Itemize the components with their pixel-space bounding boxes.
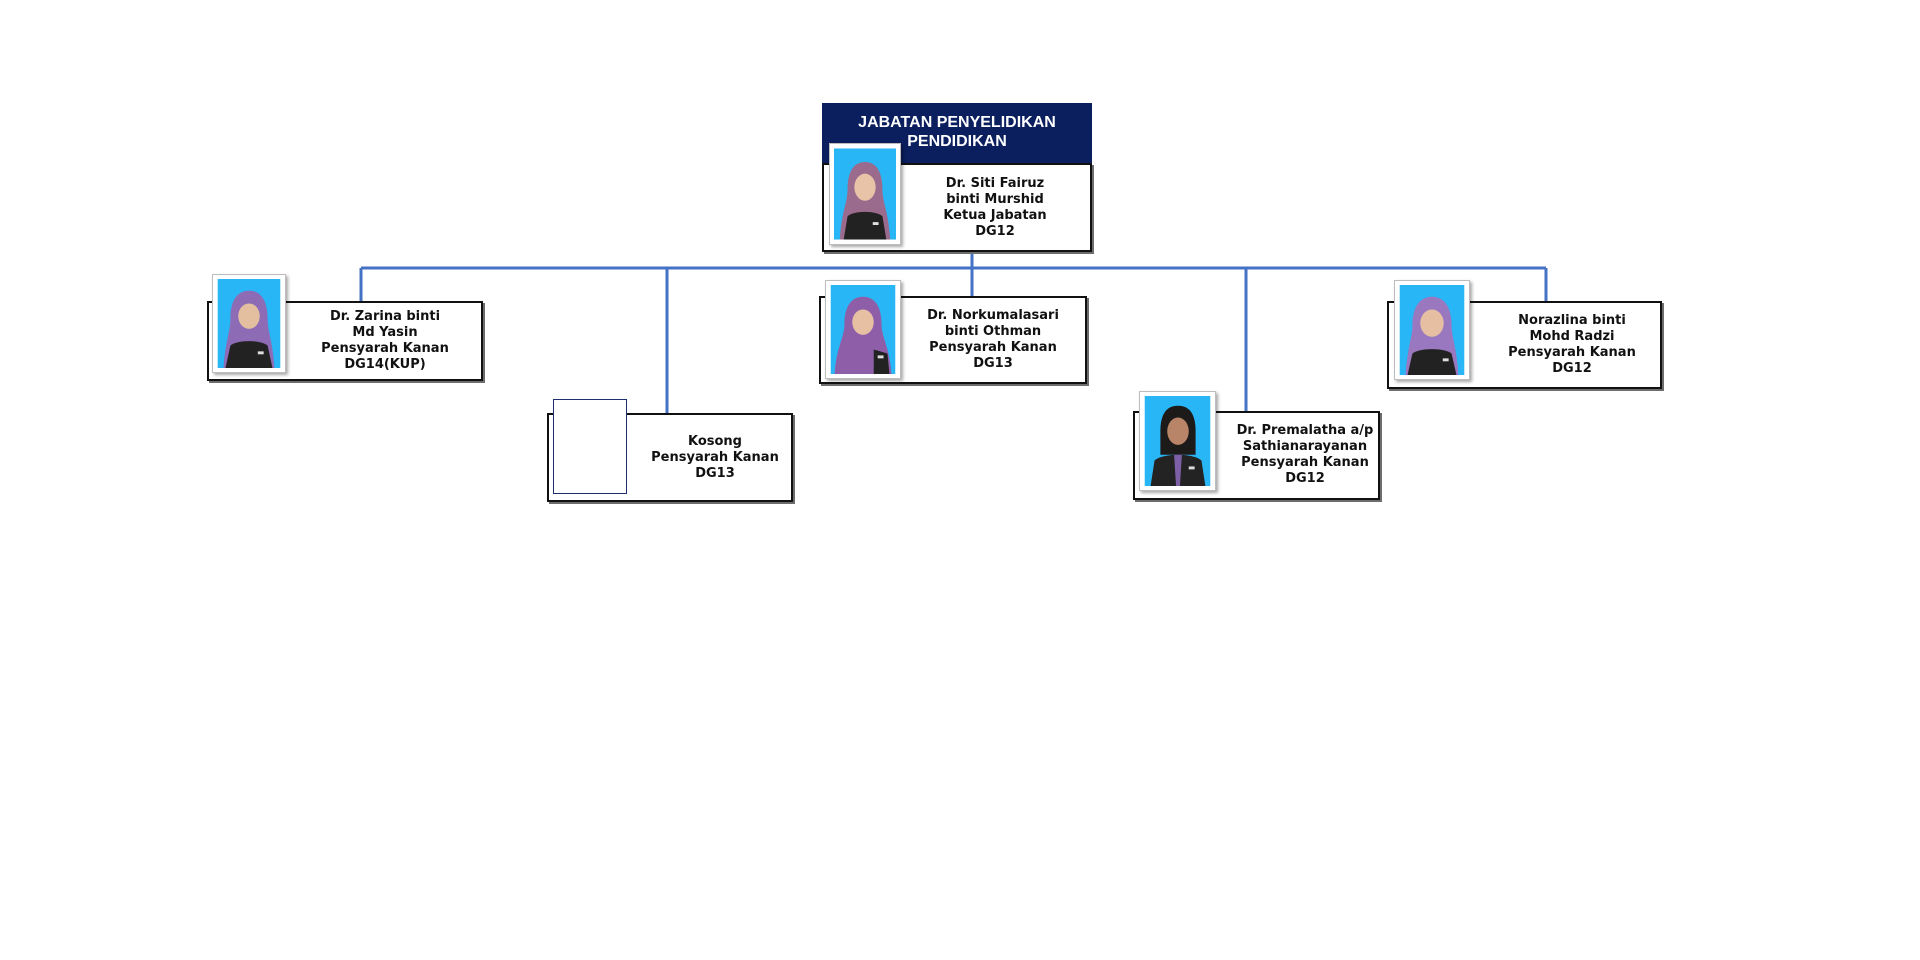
staff-info-norkumalasari: Dr. Norkumalasari binti Othman Pensyarah…: [918, 308, 1068, 372]
department-title-line1: JABATAN PENYELIDIKAN: [858, 114, 1056, 131]
staff-name-line2: Md Yasin: [352, 325, 418, 340]
head-photo: [829, 143, 901, 245]
staff-grade: DG12: [1285, 471, 1325, 486]
staff-photo-norazlina: [1394, 280, 1470, 380]
staff-name-line2: binti Othman: [944, 324, 1042, 339]
staff-photo-zarina: [212, 274, 286, 373]
staff-info-kosong: Kosong Pensyarah Kanan DG13: [640, 434, 790, 482]
staff-name-line2: Mohd Radzi: [1529, 329, 1615, 344]
staff-role: Pensyarah Kanan: [321, 341, 449, 356]
staff-name-line2: Sathianarayanan: [1242, 439, 1368, 454]
staff-grade: DG13: [973, 356, 1013, 371]
staff-role: Pensyarah Kanan: [929, 340, 1057, 355]
portrait-hijab-mauve-icon: [834, 148, 896, 240]
head-grade: DG12: [975, 224, 1015, 239]
staff-name-line1: Dr. Zarina binti: [329, 309, 441, 324]
head-name-line2: binti Murshid: [946, 192, 1044, 207]
head-info: Dr. Siti Fairuz binti Murshid Ketua Jaba…: [920, 176, 1070, 240]
staff-role: Pensyarah Kanan: [1508, 345, 1636, 360]
staff-grade: DG13: [695, 466, 735, 481]
head-role: Ketua Jabatan: [943, 208, 1047, 223]
staff-name-line1: Norazlina binti: [1518, 313, 1626, 328]
staff-role: Pensyarah Kanan: [1241, 455, 1369, 470]
staff-photo-norkumalasari: [825, 280, 901, 379]
portrait-hijab-purple-icon: [1399, 285, 1465, 375]
staff-grade: DG12: [1552, 361, 1592, 376]
staff-name-line1: Dr. Norkumalasari: [927, 308, 1059, 323]
department-title-line2: PENDIDIKAN: [907, 133, 1007, 150]
staff-grade: DG14(KUP): [344, 357, 426, 372]
portrait-dark-hair-icon: [1144, 396, 1211, 486]
staff-photo-premalatha: [1139, 391, 1216, 491]
staff-role: Pensyarah Kanan: [651, 450, 779, 465]
staff-photo-empty: [553, 399, 627, 494]
head-name-line1: Dr. Siti Fairuz: [945, 176, 1045, 191]
portrait-hijab-purple-icon: [830, 285, 896, 374]
staff-name-line1: Kosong: [687, 434, 742, 449]
portrait-hijab-purple-icon: [217, 279, 281, 368]
staff-info-zarina: Dr. Zarina binti Md Yasin Pensyarah Kana…: [310, 309, 460, 373]
staff-name-line1: Dr. Premalatha a/p: [1236, 423, 1374, 438]
staff-info-premalatha: Dr. Premalatha a/p Sathianarayanan Pensy…: [1230, 423, 1380, 487]
staff-info-norazlina: Norazlina binti Mohd Radzi Pensyarah Kan…: [1497, 313, 1647, 377]
